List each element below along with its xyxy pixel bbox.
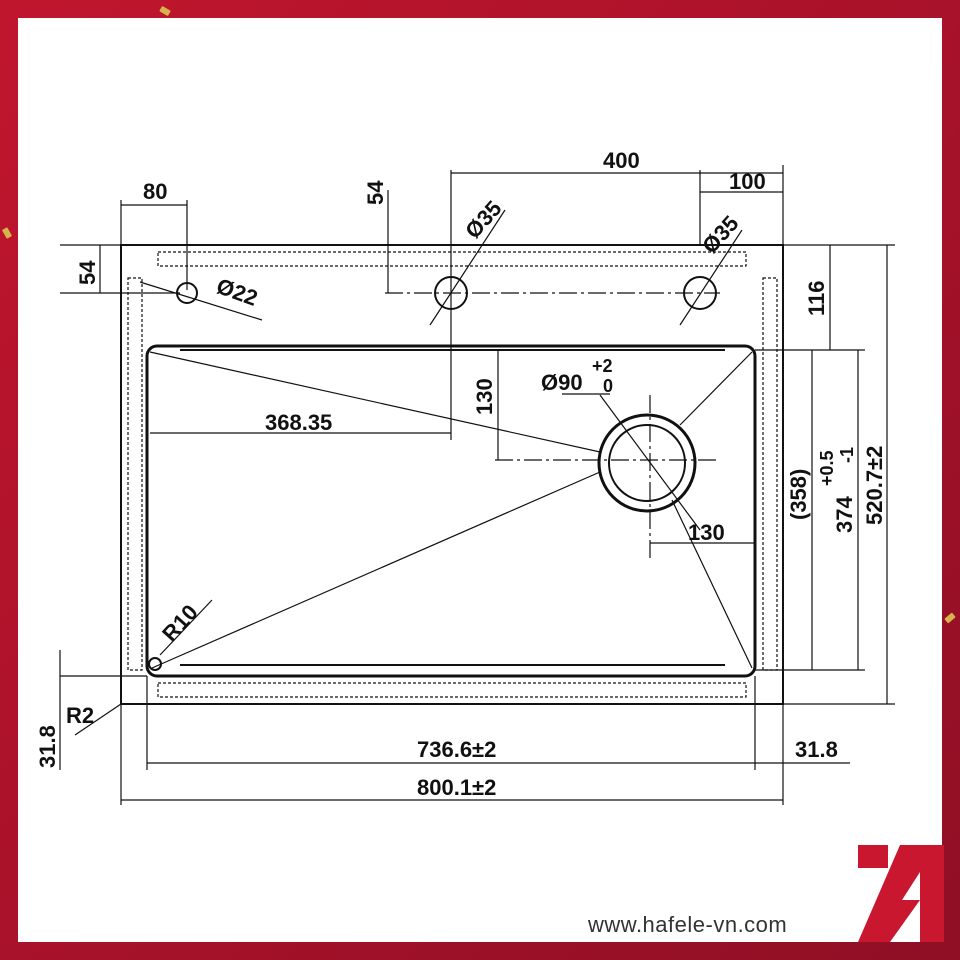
dim-label: Ø22 [213,273,261,311]
dim-label: (358) [786,469,811,520]
dim-label: Ø35 [697,211,743,259]
dim-label: Ø35 [460,196,506,244]
dim-label: 100 [729,169,766,194]
drain-leader [599,394,701,531]
dim-label: 0 [603,376,613,396]
dim-label: Ø90 [541,370,583,395]
dim-label: 400 [603,148,640,173]
slope-line [149,351,601,453]
dim-label: R10 [157,600,203,647]
dim-label: 130 [688,520,725,545]
dim-label: 736.6±2 [417,737,496,762]
drain-inner [608,424,686,502]
dim-label: R2 [66,703,94,728]
flange-strip-bottom [157,682,747,698]
leader-tap [139,281,263,321]
dim-label: +0.5 [817,450,837,486]
leader-hole-2 [679,229,743,326]
dim-label: -1 [837,447,857,463]
dim-label: 374 [832,496,857,533]
dim-label: 116 [804,281,829,317]
dim-label: 31.8 [35,725,60,768]
dim-label: +2 [592,356,613,376]
dim-label: 54 [363,180,388,205]
sink-outline [120,244,784,705]
dim-label: 520.7±2 [862,446,887,525]
dim-label: 54 [75,260,100,285]
dim-label: 31.8 [795,737,838,762]
corner-radius-mark [148,657,162,671]
leader-r10 [159,599,213,656]
dim-label: 130 [472,378,497,415]
dim-label: 800.1±2 [417,775,496,800]
slope-line [151,471,601,669]
flange-strip-left [127,277,143,671]
website-url: www.hafele-vn.com [588,912,788,937]
leader-hole-1 [429,209,506,326]
dim-label: 368.35 [265,410,332,435]
flange-strip-right [762,277,778,671]
brand-logo-icon [858,845,944,942]
slope-line [671,499,753,669]
leader-r2 [74,703,122,736]
dim-label: 80 [143,179,167,204]
flange-strip-top [157,251,747,267]
drain-outer [597,413,697,513]
slope-line [679,351,753,426]
drawing-panel [18,18,942,942]
